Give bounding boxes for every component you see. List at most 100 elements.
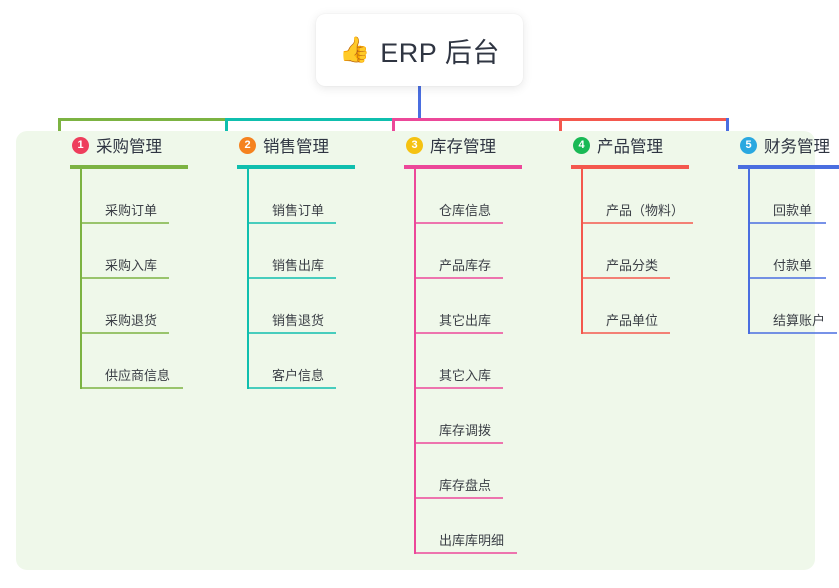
connector-bar-segment (559, 118, 729, 121)
module-underline (571, 165, 689, 169)
module-column-4: 4 产品管理产品（物料） 产品分类产品单位 (559, 131, 693, 334)
submodule-label: 产品单位 (606, 312, 659, 328)
module-title: 财务管理 (764, 138, 830, 156)
module-index-badge: 4 (573, 136, 590, 154)
submodule-label: 销售订单 (272, 202, 325, 218)
submodule-item[interactable]: 采购入库 (80, 224, 188, 279)
submodule-item[interactable]: 采购退货 (80, 279, 188, 334)
submodule-label: 回款单 (773, 202, 813, 218)
submodule-label: 库存调拨 (439, 422, 492, 438)
submodule-underline (414, 496, 503, 499)
module-header-5[interactable]: 5 财务管理 (726, 131, 839, 159)
submodule-label: 采购入库 (105, 257, 158, 273)
submodule-underline (247, 221, 336, 224)
submodule-list: 产品（物料） 产品分类产品单位 (581, 168, 693, 334)
submodule-item[interactable]: 结算账户 (748, 279, 839, 334)
submodule-underline (80, 221, 169, 224)
branch-spine (80, 168, 82, 389)
module-underline (70, 165, 188, 169)
submodule-underline (414, 276, 503, 279)
submodule-label: 采购订单 (105, 202, 158, 218)
submodule-list: 销售订单销售出库销售退货客户信息 (247, 168, 355, 389)
submodule-underline (414, 331, 503, 334)
submodule-underline (581, 331, 670, 334)
submodule-item[interactable]: 采购订单 (80, 169, 188, 224)
submodule-label: 销售出库 (272, 257, 325, 273)
module-header-2[interactable]: 2 销售管理 (225, 131, 355, 159)
diagram-title-card: 👍 ERP 后台 (316, 14, 523, 86)
submodule-label: 其它出库 (439, 312, 492, 328)
module-title: 库存管理 (430, 138, 496, 156)
submodule-label: 供应商信息 (105, 367, 171, 383)
submodule-underline (581, 221, 693, 224)
submodule-list: 回款单付款单结算账户 (748, 168, 839, 334)
submodule-item[interactable]: 销售订单 (247, 169, 355, 224)
title-stem-line (418, 86, 421, 121)
submodule-item[interactable]: 供应商信息 (80, 334, 188, 389)
submodule-underline (247, 386, 336, 389)
submodule-underline (80, 276, 169, 279)
submodule-label: 结算账户 (773, 312, 826, 328)
submodule-label: 产品（物料） (606, 202, 685, 218)
submodule-item[interactable]: 产品分类 (581, 224, 689, 279)
module-index-badge: 3 (406, 136, 423, 154)
submodule-label: 产品库存 (439, 257, 492, 273)
module-column-2: 2 销售管理销售订单销售出库销售退货客户信息 (225, 131, 355, 389)
branch-spine (748, 168, 750, 334)
submodule-list: 仓库信息产品库存其它出库其它入库库存调拨库存盘点出库库明细 (414, 168, 522, 554)
connector-bar-segment (225, 118, 395, 121)
module-underline (738, 165, 839, 169)
submodule-label: 出库库明细 (439, 532, 505, 548)
connector-bar-segment (392, 118, 562, 121)
submodule-item[interactable]: 回款单 (748, 169, 839, 224)
branch-spine (414, 168, 416, 554)
submodule-underline (414, 386, 503, 389)
submodule-item[interactable]: 库存调拨 (414, 389, 522, 444)
module-title: 销售管理 (263, 138, 329, 156)
module-header-4[interactable]: 4 产品管理 (559, 131, 689, 159)
submodule-item[interactable]: 付款单 (748, 224, 839, 279)
submodule-item[interactable]: 出库库明细 (414, 499, 522, 554)
submodule-label: 仓库信息 (439, 202, 492, 218)
submodule-item[interactable]: 仓库信息 (414, 169, 522, 224)
submodule-underline (748, 221, 826, 224)
submodule-list: 采购订单采购入库采购退货供应商信息 (80, 168, 188, 389)
module-title: 采购管理 (96, 138, 162, 156)
submodule-label: 付款单 (773, 257, 813, 273)
module-underline (237, 165, 355, 169)
submodule-item[interactable]: 其它出库 (414, 279, 522, 334)
page-title: ERP 后台 (380, 37, 500, 68)
submodule-item[interactable]: 产品库存 (414, 224, 522, 279)
submodule-underline (247, 331, 336, 334)
submodule-label: 销售退货 (272, 312, 325, 328)
submodule-label: 客户信息 (272, 367, 325, 383)
module-header-3[interactable]: 3 库存管理 (392, 131, 522, 159)
branch-spine (247, 168, 249, 389)
submodule-item[interactable]: 销售出库 (247, 224, 355, 279)
submodule-item[interactable]: 库存盘点 (414, 444, 522, 499)
branch-spine (581, 168, 583, 334)
submodule-item[interactable]: 产品（物料） (581, 169, 693, 224)
submodule-item[interactable]: 销售退货 (247, 279, 355, 334)
submodule-item[interactable]: 客户信息 (247, 334, 355, 389)
submodule-underline (581, 276, 670, 279)
submodule-underline (80, 331, 169, 334)
submodule-underline (414, 441, 503, 444)
module-index-badge: 2 (239, 136, 256, 154)
module-index-badge: 5 (740, 136, 757, 154)
submodule-label: 产品分类 (606, 257, 659, 273)
submodule-label: 采购退货 (105, 312, 158, 328)
submodule-item[interactable]: 其它入库 (414, 334, 522, 389)
submodule-label: 库存盘点 (439, 477, 492, 493)
thumbs-up-icon: 👍 (339, 35, 371, 64)
submodule-item[interactable]: 产品单位 (581, 279, 689, 334)
submodule-underline (748, 276, 826, 279)
module-column-3: 3 库存管理仓库信息产品库存其它出库其它入库库存调拨库存盘点出库库明细 (392, 131, 522, 554)
submodule-underline (80, 386, 183, 389)
submodule-underline (414, 221, 503, 224)
module-title: 产品管理 (597, 138, 663, 156)
submodule-underline (414, 551, 517, 554)
